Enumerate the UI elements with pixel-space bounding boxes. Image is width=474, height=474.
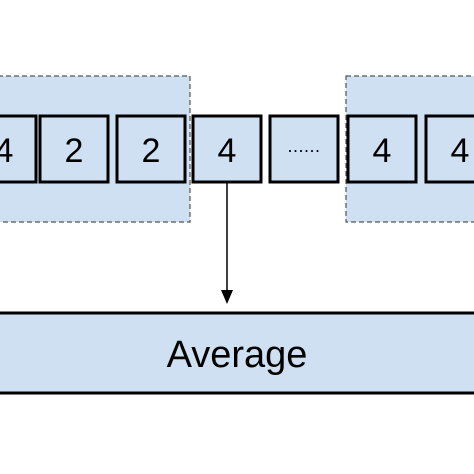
cell-value-6: 4 — [451, 132, 470, 170]
average-box — [0, 311, 474, 395]
arrow-head — [221, 290, 233, 304]
cell-box-6 — [424, 114, 474, 184]
cell-box-5 — [346, 114, 418, 184]
cell-box-4 — [268, 114, 340, 184]
cell-box-2 — [115, 114, 187, 184]
cell-value-0: 4 — [0, 132, 13, 170]
average-label: Average — [167, 334, 308, 376]
cell-value-ellipsis: ...... — [287, 136, 320, 156]
cell-value-1: 2 — [65, 132, 84, 170]
cell-value-5: 4 — [373, 132, 392, 170]
cell-value-2: 2 — [142, 132, 161, 170]
cell-box-1 — [38, 114, 110, 184]
cell-box-0 — [0, 114, 38, 184]
cell-value-3: 4 — [218, 132, 237, 170]
